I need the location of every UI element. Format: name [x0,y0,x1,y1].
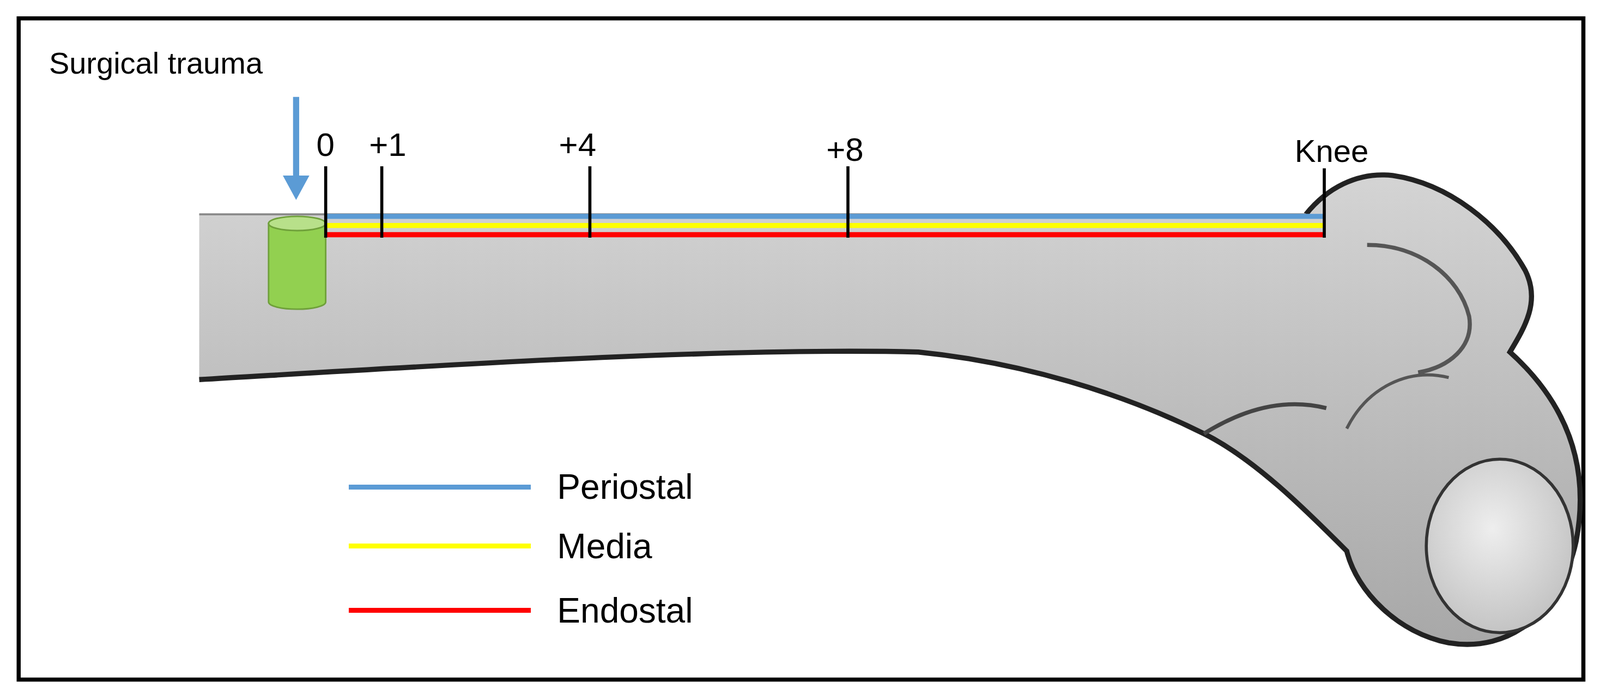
tick-label: Knee [1294,135,1369,167]
legend-swatch [348,543,531,549]
condyle [1426,458,1574,633]
legend-text: Periostal [556,469,693,505]
frame [18,18,1584,680]
trauma-arrowhead [282,175,310,200]
callout-label: Surgical trauma [49,47,263,79]
tick [588,166,592,238]
legend-swatch [348,484,531,490]
tick-label: 0 [316,128,335,162]
tick-label: +1 [368,128,406,162]
tick [324,166,328,238]
implant-cylinder-top [268,216,326,231]
bone-inner [1203,404,1327,434]
media-line [325,222,1325,228]
bone-inner [1367,244,1470,373]
femur-bone [199,174,1581,645]
bone-outline [199,174,1581,645]
tick-label: +4 [559,128,597,162]
trauma-arrow [293,97,300,179]
implant-cylinder [268,223,326,309]
periostal-line [325,213,1325,219]
tick-label: +8 [826,133,864,167]
legend-swatch [348,607,531,613]
tick [380,166,384,238]
tick [1322,168,1326,238]
legend-text: Endostal [556,592,693,628]
legend-text: Media [556,528,652,564]
tick [846,166,850,238]
endostal-line [325,232,1325,238]
bone-inner [1346,374,1449,429]
